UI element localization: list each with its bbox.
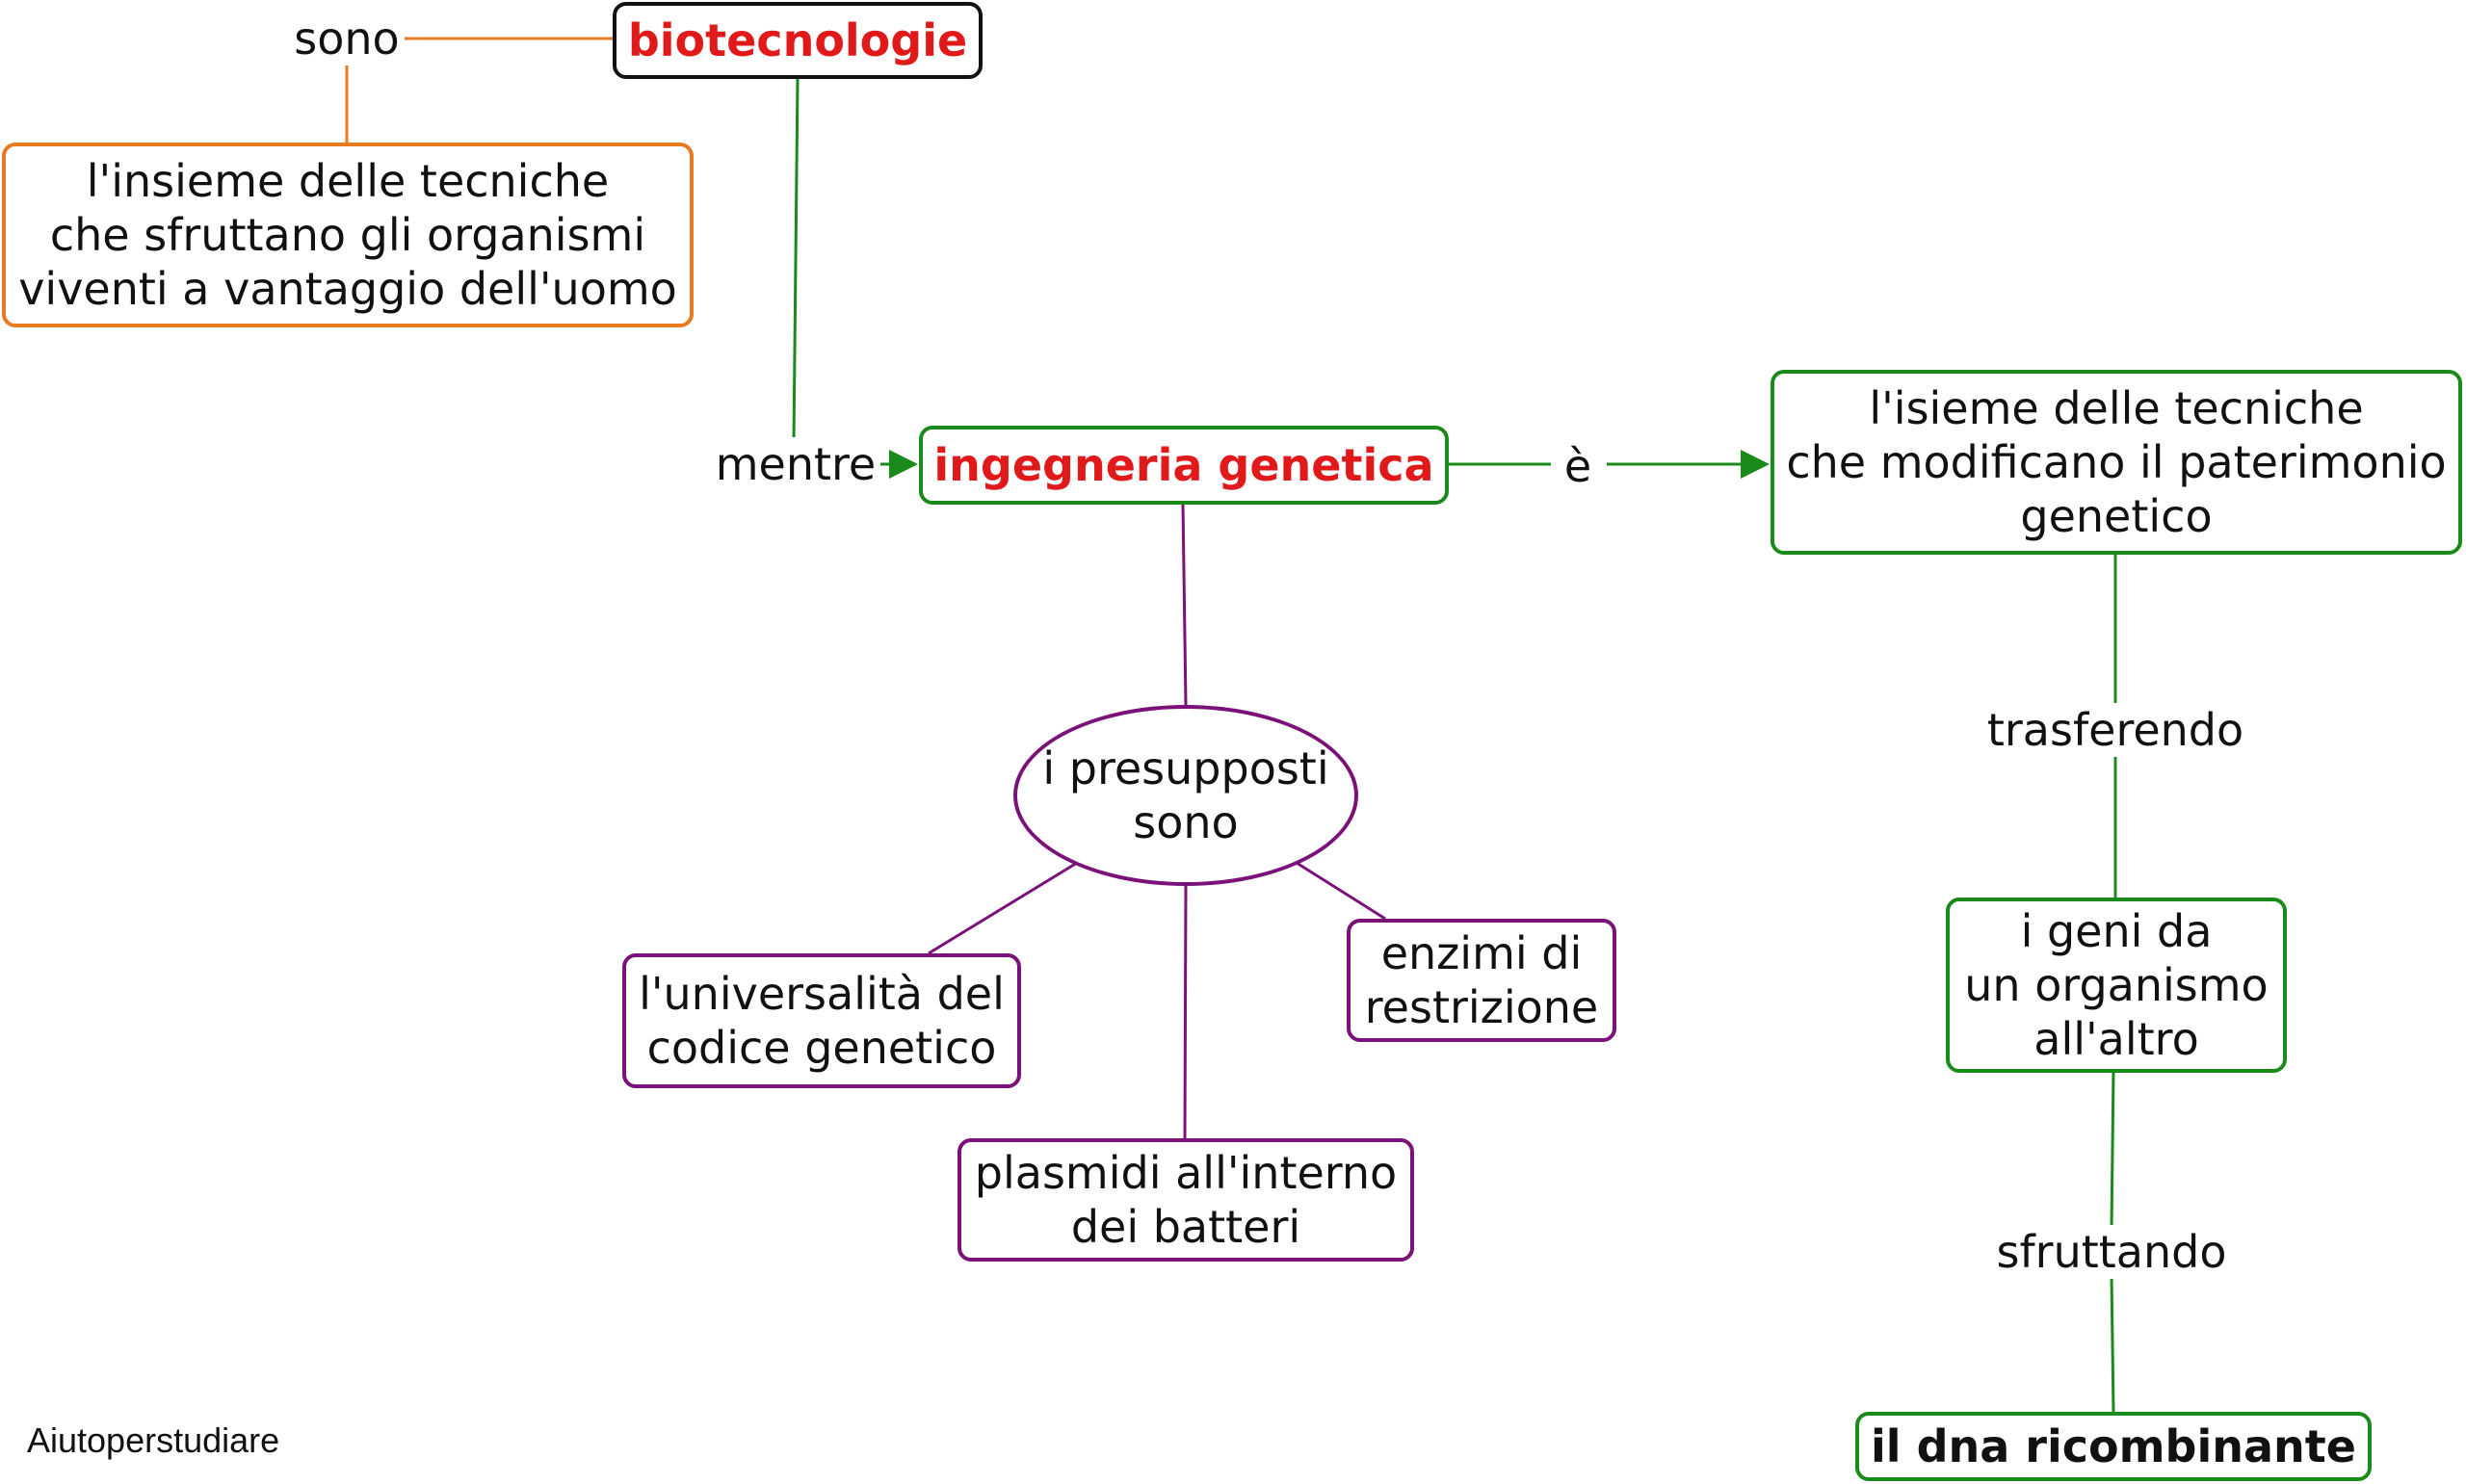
- link-label-trasferendo: trasferendo: [1981, 703, 2250, 757]
- node-ingegneria-definition: l'isieme delle tecniche che modificano i…: [1771, 370, 2462, 555]
- node-dna-ricombinante: il dna ricombinante: [1855, 1412, 2372, 1481]
- node-ingegneria-genetica: ingegneria genetica: [919, 426, 1449, 505]
- node-universalita: l'universalità del codice genetico: [622, 953, 1021, 1088]
- node-enzimi: enzimi di restrizione: [1347, 919, 1616, 1042]
- edge-biotecnologie-mentre: [792, 78, 800, 444]
- node-biotech-definition: l'insieme delle tecniche che sfruttano g…: [2, 143, 694, 327]
- node-presupposti: i presupposti sono: [1013, 705, 1358, 886]
- node-biotecnologie: biotecnologie: [613, 2, 983, 79]
- node-geni: i geni da un organismo all'altro: [1946, 898, 2287, 1073]
- link-label-sono: sono: [289, 12, 405, 65]
- link-label-mentre: mentre: [711, 437, 880, 491]
- edge-sfruttando-dna: [2110, 1274, 2115, 1413]
- node-plasmidi: plasmidi all'interno dei batteri: [958, 1138, 1414, 1262]
- edge-geni-sfruttando: [2110, 1070, 2115, 1230]
- edge-presupposti-plasmidi: [1183, 885, 1188, 1139]
- edge-presupposti-enzimi: [1296, 861, 1386, 921]
- edge-presupposti-universalita: [928, 861, 1078, 955]
- link-label-e: è: [1551, 439, 1605, 493]
- edge-ingegneria-presupposti: [1181, 504, 1188, 706]
- link-label-sfruttando: sfruttando: [1986, 1225, 2237, 1279]
- watermark-text: Aiutoperstudiare: [27, 1420, 280, 1460]
